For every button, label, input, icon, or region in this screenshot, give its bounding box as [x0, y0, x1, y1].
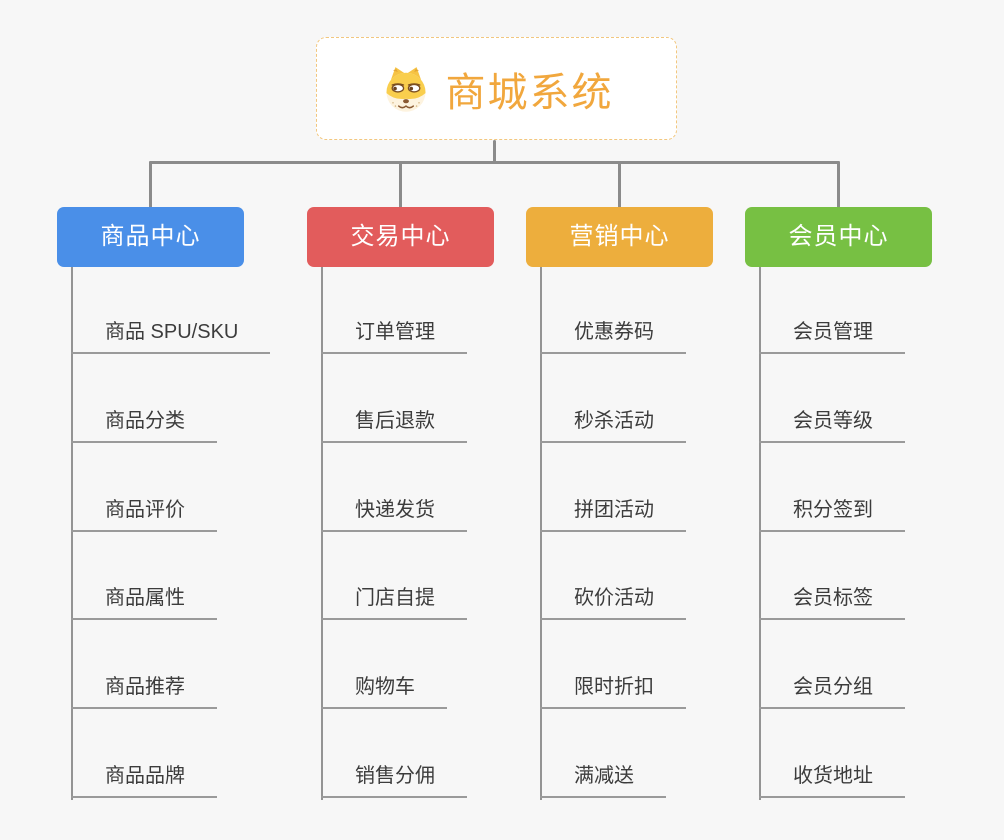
leaf-node[interactable]: 优惠券码: [540, 318, 686, 354]
leaf-node[interactable]: 快递发货: [321, 496, 467, 532]
root-title: 商城系统: [445, 70, 614, 115]
branch-spine-marketing: [540, 267, 542, 800]
branch-spine-product: [71, 267, 73, 800]
leaf-node[interactable]: 售后退款: [321, 407, 467, 443]
leaf-node[interactable]: 销售分佣: [321, 762, 467, 798]
leaf-node[interactable]: 门店自提: [321, 584, 467, 620]
leaf-node[interactable]: 秒杀活动: [540, 407, 686, 443]
leaf-node[interactable]: 满减送: [540, 762, 666, 798]
leaf-node[interactable]: 会员分组: [759, 673, 905, 709]
connector-drop-4: [837, 161, 840, 208]
connector-drop-1: [149, 161, 152, 208]
leaf-node[interactable]: 拼团活动: [540, 496, 686, 532]
branch-spine-trade: [321, 267, 323, 800]
leaf-node[interactable]: 砍价活动: [540, 584, 686, 620]
root-node[interactable]: 商城系统: [316, 37, 677, 140]
branch-node-marketing[interactable]: 营销中心: [526, 207, 713, 267]
branch-node-trade[interactable]: 交易中心: [307, 207, 494, 267]
branch-node-member[interactable]: 会员中心: [745, 207, 932, 267]
leaf-node[interactable]: 会员标签: [759, 584, 905, 620]
leaf-node[interactable]: 积分签到: [759, 496, 905, 532]
leaf-node[interactable]: 限时折扣: [540, 673, 686, 709]
leaf-node[interactable]: 订单管理: [321, 318, 467, 354]
leaf-node[interactable]: 会员管理: [759, 318, 905, 354]
branch-node-product[interactable]: 商品中心: [57, 207, 244, 267]
connector-root-stub: [493, 140, 496, 163]
connector-drop-2: [399, 161, 402, 208]
leaf-node[interactable]: 商品推荐: [71, 673, 217, 709]
branch-spine-member: [759, 267, 761, 800]
leaf-node[interactable]: 购物车: [321, 673, 447, 709]
leaf-node[interactable]: 商品品牌: [71, 762, 217, 798]
leaf-node[interactable]: 会员等级: [759, 407, 905, 443]
leaf-node[interactable]: 商品分类: [71, 407, 217, 443]
leaf-node[interactable]: 收货地址: [759, 762, 905, 798]
connector-drop-3: [618, 161, 621, 208]
leaf-node[interactable]: 商品属性: [71, 584, 217, 620]
leaf-node[interactable]: 商品 SPU/SKU: [71, 318, 271, 354]
doge-icon: [380, 63, 432, 115]
leaf-node[interactable]: 商品评价: [71, 496, 217, 532]
connector-horizontal: [149, 161, 840, 164]
